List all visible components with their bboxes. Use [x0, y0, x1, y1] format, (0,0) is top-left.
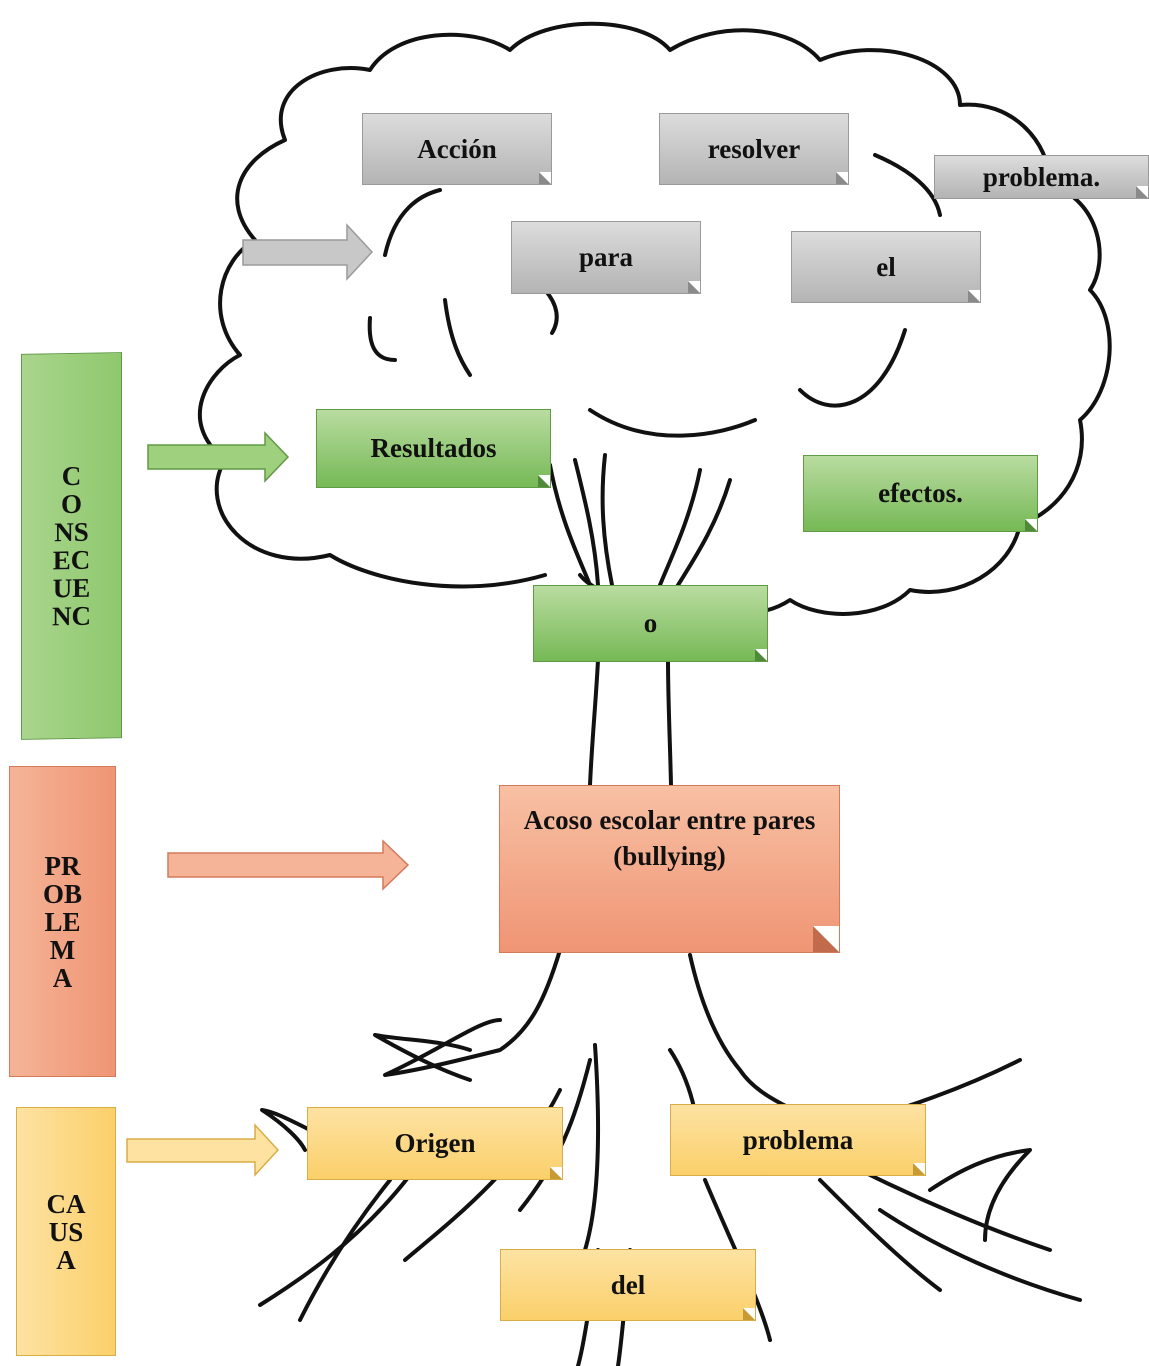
crown-curl — [588, 408, 757, 438]
crown-curl — [443, 298, 472, 377]
root — [583, 1043, 600, 1252]
cause-arrow-icon — [126, 1123, 280, 1177]
root — [518, 1058, 592, 1212]
cause-note-problema: problema — [670, 1104, 926, 1176]
branch — [658, 468, 702, 587]
crown-note-text: para — [579, 242, 633, 273]
cause-note-text: del — [610, 1269, 646, 1300]
problem-note-text: Acoso escolar entre pares (bullying) — [523, 805, 816, 872]
consequence-note-text: Resultados — [370, 433, 497, 464]
cause-side-label: CAUSA — [16, 1107, 116, 1356]
page-fold-icon — [538, 475, 550, 487]
branch — [573, 458, 600, 587]
crown-note-accion: Acción — [362, 113, 552, 185]
page-fold-icon — [539, 172, 551, 184]
branch — [548, 463, 592, 587]
crown-note-resolver: resolver — [659, 113, 849, 185]
root — [373, 1033, 472, 1082]
cause-note-origen: Origen — [307, 1107, 563, 1180]
root — [298, 1178, 392, 1322]
crown-note-text: resolver — [707, 133, 801, 164]
crown-curl — [798, 328, 907, 408]
cause-note-text: problema — [742, 1124, 854, 1155]
branch — [673, 478, 732, 592]
page-fold-icon — [968, 290, 980, 302]
consequence-note-o: o — [533, 585, 768, 662]
crown-arrow-icon — [242, 223, 374, 281]
consequence-note-resultados: Resultados — [316, 409, 551, 488]
consequence-note-text: efectos. — [878, 478, 963, 509]
consequence-side-label: CONSECUENC — [21, 352, 122, 740]
consequence-side-text: CONSECUENC — [52, 460, 91, 632]
crown-curl — [873, 153, 942, 217]
crown-note-text: problema. — [982, 161, 1101, 192]
root — [928, 1148, 1032, 1242]
crown-note-text: Acción — [417, 133, 497, 164]
consequence-note-efectos: efectos. — [803, 455, 1038, 532]
cause-note-text: Origen — [394, 1128, 476, 1159]
root — [258, 1173, 412, 1307]
crown-curl — [367, 316, 397, 362]
root — [260, 1108, 312, 1152]
trunk-left — [588, 658, 600, 787]
crown-curl — [543, 288, 559, 335]
cause-note-del: del — [500, 1249, 756, 1321]
root — [878, 1208, 1082, 1302]
page-fold-icon — [550, 1167, 562, 1179]
crown-note-para: para — [511, 221, 701, 294]
root — [383, 948, 562, 1077]
root — [858, 1168, 1052, 1252]
problem-side-label: PROBLEMA — [9, 766, 116, 1077]
cause-side-text: CAUSA — [46, 1188, 86, 1275]
problem-note: Acoso escolar entre pares (bullying) — [499, 785, 840, 953]
consequence-note-text: o — [643, 608, 658, 639]
trunk-right — [666, 658, 673, 787]
page-fold-icon — [743, 1308, 755, 1320]
page-fold-icon — [1136, 186, 1148, 198]
problem-arrow-icon — [167, 839, 410, 891]
page-fold-icon — [813, 926, 839, 952]
page-fold-icon — [913, 1163, 925, 1175]
page-fold-icon — [688, 281, 700, 293]
root — [818, 1178, 942, 1292]
problem-side-text: PROBLEMA — [42, 850, 82, 993]
page-fold-icon — [755, 649, 767, 661]
page-fold-icon — [836, 172, 848, 184]
crown-note-el: el — [791, 231, 981, 303]
branch — [600, 453, 614, 587]
crown-curl — [383, 188, 442, 257]
page-fold-icon — [1025, 519, 1037, 531]
crown-note-problema: problema. — [934, 155, 1149, 199]
consequence-arrow-icon — [147, 431, 290, 483]
tree-crown-outline — [197, 21, 1112, 616]
crown-note-text: el — [876, 251, 896, 282]
